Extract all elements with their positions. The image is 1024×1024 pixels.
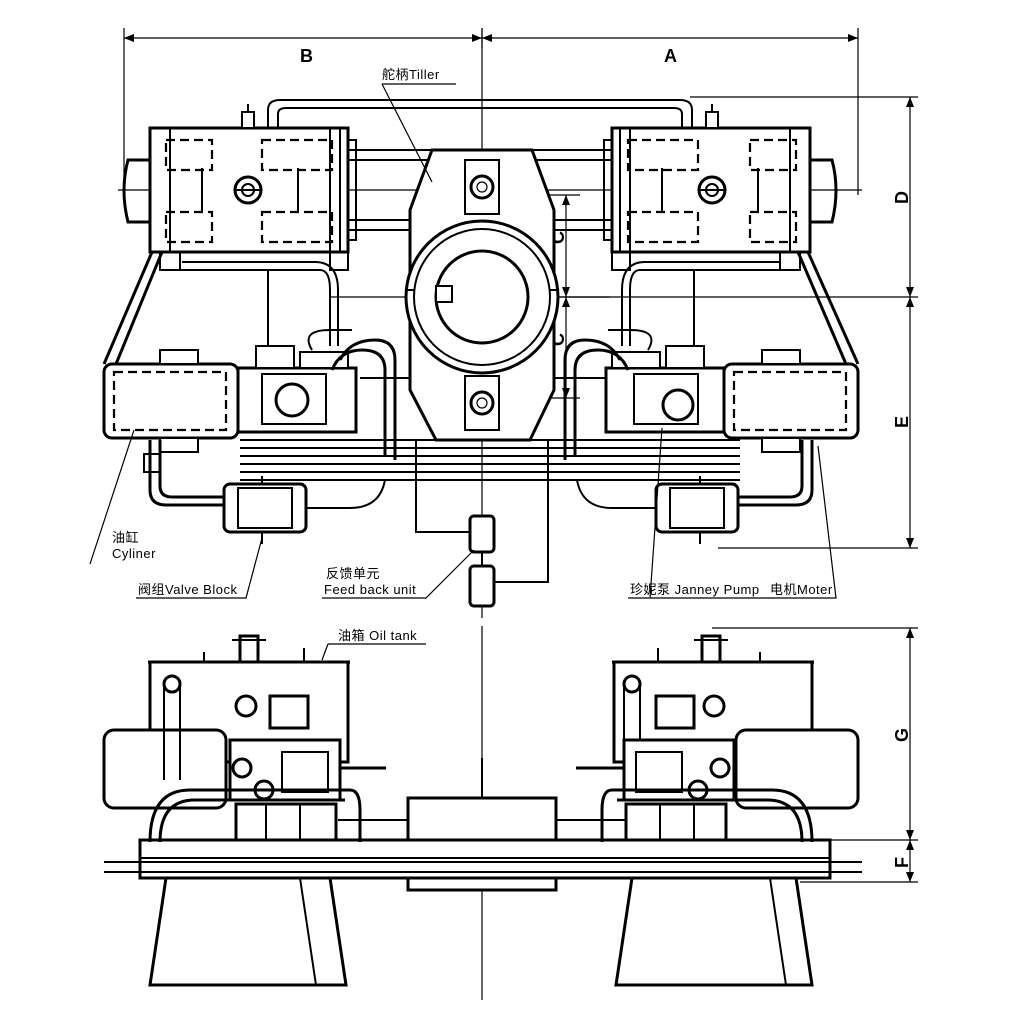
side-connecting-pipes: [338, 758, 626, 821]
side-view: [102, 634, 862, 987]
dim-e: E: [892, 416, 912, 428]
tie-rods: [240, 149, 740, 481]
label-motor: 电机Moter: [770, 582, 833, 597]
right-motor: [722, 349, 860, 453]
right-side-pump-group: [576, 694, 814, 843]
label-valve-block: 阀组Valve Block: [138, 582, 237, 597]
crossover-pipe: [267, 99, 693, 128]
dim-d: D: [892, 191, 912, 204]
left-valve-block: [222, 476, 386, 544]
label-cylinder-cn: 油缸: [112, 530, 139, 545]
upper-right-cylinder: [603, 104, 838, 271]
label-oil-tank: 油箱 Oil tank: [338, 628, 417, 643]
label-pump: 珍妮泵 Janney Pump: [630, 582, 760, 597]
left-side-pump-group: [148, 694, 386, 843]
label-feedback-cn: 反馈单元: [326, 566, 380, 581]
left-motor: [102, 349, 240, 473]
label-tiller: 舵柄Tiller: [382, 67, 440, 82]
leader-lines: [89, 83, 837, 661]
base-frame: [104, 796, 862, 892]
feedback-unit: [415, 440, 549, 608]
label-cylinder-en: Cyliner: [112, 546, 156, 561]
dim-a: A: [664, 46, 677, 66]
dim-f: F: [892, 857, 912, 868]
label-feedback-en: Feed back unit: [324, 582, 416, 597]
top-view: [102, 99, 860, 608]
side-pipes: [102, 251, 860, 507]
dim-b: B: [300, 46, 313, 66]
right-valve-block: [576, 476, 740, 544]
upper-left-cylinder: [122, 104, 357, 271]
pedestals: [148, 876, 814, 987]
dim-g: G: [892, 728, 912, 742]
tiller: [404, 148, 560, 442]
